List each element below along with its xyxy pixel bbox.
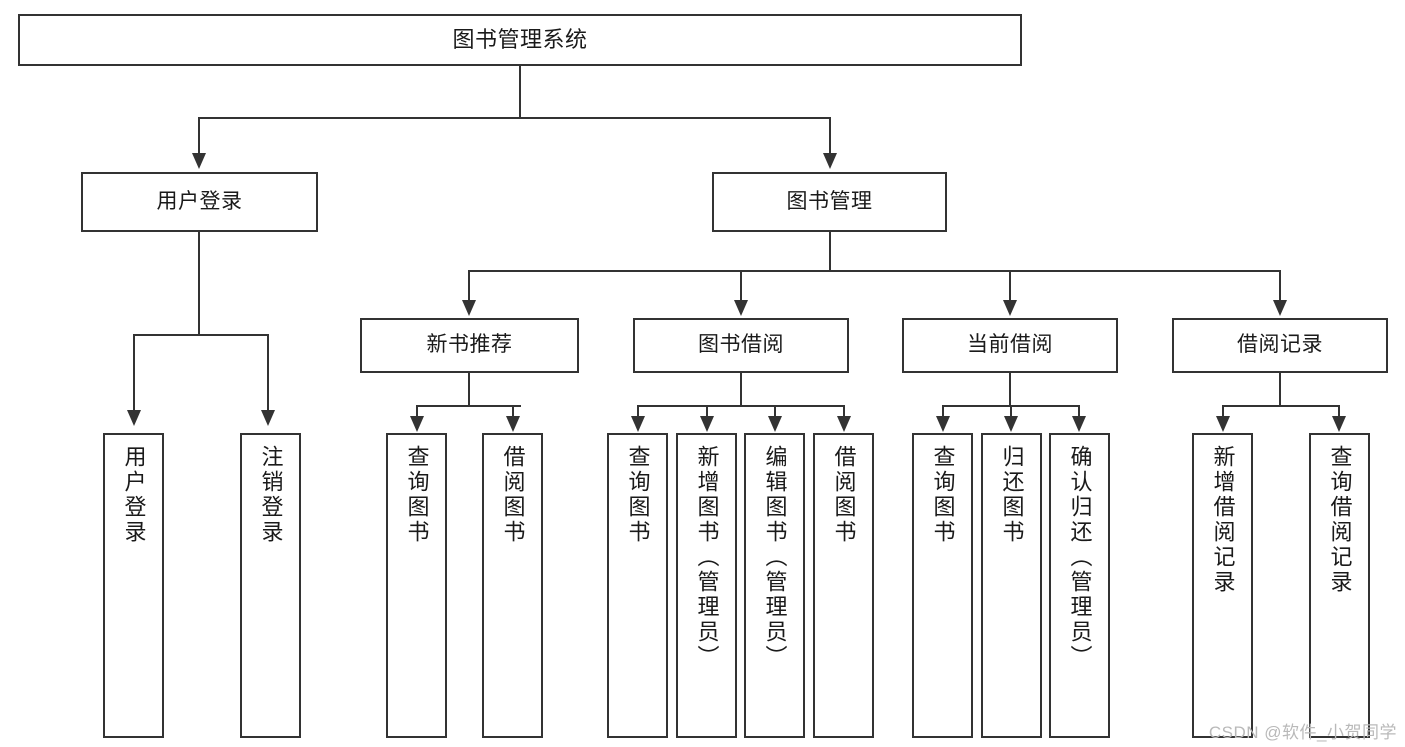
connector-root-stem [519,66,521,118]
leaf-add-book-admin[interactable]: 新增图书（管理员） [676,433,737,738]
connector-book-borrow-bus [637,405,844,407]
leaf-query-borrow-record[interactable]: 查询借阅记录 [1309,433,1370,738]
arrow-to-leaf-user-login [127,410,141,426]
node-label: 归还图书 [999,445,1025,545]
leaf-add-borrow-record[interactable]: 新增借阅记录 [1192,433,1253,738]
connector-book-manage-drop-2 [740,270,742,302]
connector-borrow-record-bus [1222,405,1339,407]
arrow-to-borrow-record [1273,300,1287,316]
node-book-borrow[interactable]: 图书借阅 [633,318,849,373]
leaf-user-login[interactable]: 用户登录 [103,433,164,738]
node-label: 查询图书 [930,445,956,545]
node-label: 图书管理 [786,189,873,213]
arrow-to-user-login [192,153,206,169]
leaf-confirm-return-admin[interactable]: 确认归还（管理员） [1049,433,1110,738]
connector-current-borrow-drop-3 [1078,405,1080,418]
node-label: 图书管理系统 [452,27,588,53]
connector-current-borrow-drop-1 [942,405,944,418]
connector-new-book-bus [416,405,521,407]
node-label: 查询图书 [625,445,651,545]
node-label: 新增图书（管理员） [694,445,720,670]
arrow-to-book-borrow [734,300,748,316]
connector-book-borrow-drop-4 [843,405,845,418]
arrow-to-leaf-query-book-3 [936,416,950,432]
connector-root-drop-1 [198,117,200,155]
node-label: 用户登录 [121,445,147,545]
node-label: 查询借阅记录 [1327,445,1353,595]
node-label: 图书借阅 [698,333,784,357]
connector-new-book-drop-2 [512,405,514,418]
connector-user-login-drop-1 [133,334,135,412]
node-borrow-record[interactable]: 借阅记录 [1172,318,1388,373]
node-new-book-recommend[interactable]: 新书推荐 [360,318,579,373]
node-label: 借阅图书 [831,445,857,545]
leaf-edit-book-admin[interactable]: 编辑图书（管理员） [744,433,805,738]
leaf-query-book-borrow[interactable]: 查询图书 [607,433,668,738]
node-current-borrow[interactable]: 当前借阅 [902,318,1118,373]
csdn-watermark: CSDN @软件_小贺同学 [1208,723,1397,742]
connector-new-book-drop-1 [416,405,418,418]
connector-user-login-drop-2 [267,334,269,412]
connector-book-manage-drop-4 [1279,270,1281,302]
arrow-to-leaf-return-book [1004,416,1018,432]
leaf-borrow-book-new[interactable]: 借阅图书 [482,433,543,738]
connector-borrow-record-stem [1279,373,1281,407]
node-user-login[interactable]: 用户登录 [81,172,318,232]
connector-user-login-stem [198,232,200,335]
arrow-to-current-borrow [1003,300,1017,316]
node-label: 注销登录 [258,445,284,545]
connector-borrow-record-drop-1 [1222,405,1224,418]
connector-current-borrow-drop-2 [1010,405,1012,418]
node-label: 新增借阅记录 [1210,445,1236,595]
arrow-to-leaf-query-book-1 [410,416,424,432]
connector-current-borrow-stem [1009,373,1011,407]
node-label: 借阅记录 [1237,333,1323,357]
leaf-query-book-new[interactable]: 查询图书 [386,433,447,738]
arrow-to-leaf-borrow-book-2 [837,416,851,432]
arrow-to-leaf-logout [261,410,275,426]
leaf-return-book[interactable]: 归还图书 [981,433,1042,738]
connector-root-drop-2 [829,117,831,155]
arrow-to-leaf-add-record [1216,416,1230,432]
arrow-to-leaf-query-record [1332,416,1346,432]
arrow-to-leaf-borrow-book-1 [506,416,520,432]
node-root-system[interactable]: 图书管理系统 [18,14,1022,66]
node-label: 用户登录 [156,189,243,213]
connector-book-manage-drop-1 [468,270,470,302]
connector-book-borrow-drop-1 [637,405,639,418]
connector-book-manage-stem [829,232,831,272]
connector-book-borrow-stem [740,373,742,407]
leaf-logout[interactable]: 注销登录 [240,433,301,738]
leaf-borrow-book[interactable]: 借阅图书 [813,433,874,738]
node-label: 编辑图书（管理员） [762,445,788,670]
node-label: 当前借阅 [967,333,1053,357]
connector-book-borrow-drop-3 [774,405,776,418]
arrow-to-new-book [462,300,476,316]
connector-root-bus [198,117,831,119]
arrow-to-leaf-add-book [700,416,714,432]
connector-new-book-stem [468,373,470,407]
node-label: 查询图书 [404,445,430,545]
arrow-to-leaf-confirm-return [1072,416,1086,432]
arrow-to-book-manage [823,153,837,169]
connector-book-borrow-drop-2 [706,405,708,418]
connector-borrow-record-drop-2 [1338,405,1340,418]
arrow-to-leaf-edit-book [768,416,782,432]
connector-user-login-bus [133,334,268,336]
node-book-manage[interactable]: 图书管理 [712,172,947,232]
node-label: 借阅图书 [500,445,526,545]
node-label: 确认归还（管理员） [1067,445,1093,670]
arrow-to-leaf-query-book-2 [631,416,645,432]
connector-book-manage-bus [468,270,1280,272]
connector-book-manage-drop-3 [1009,270,1011,302]
leaf-query-book-current[interactable]: 查询图书 [912,433,973,738]
node-label: 新书推荐 [426,333,513,357]
